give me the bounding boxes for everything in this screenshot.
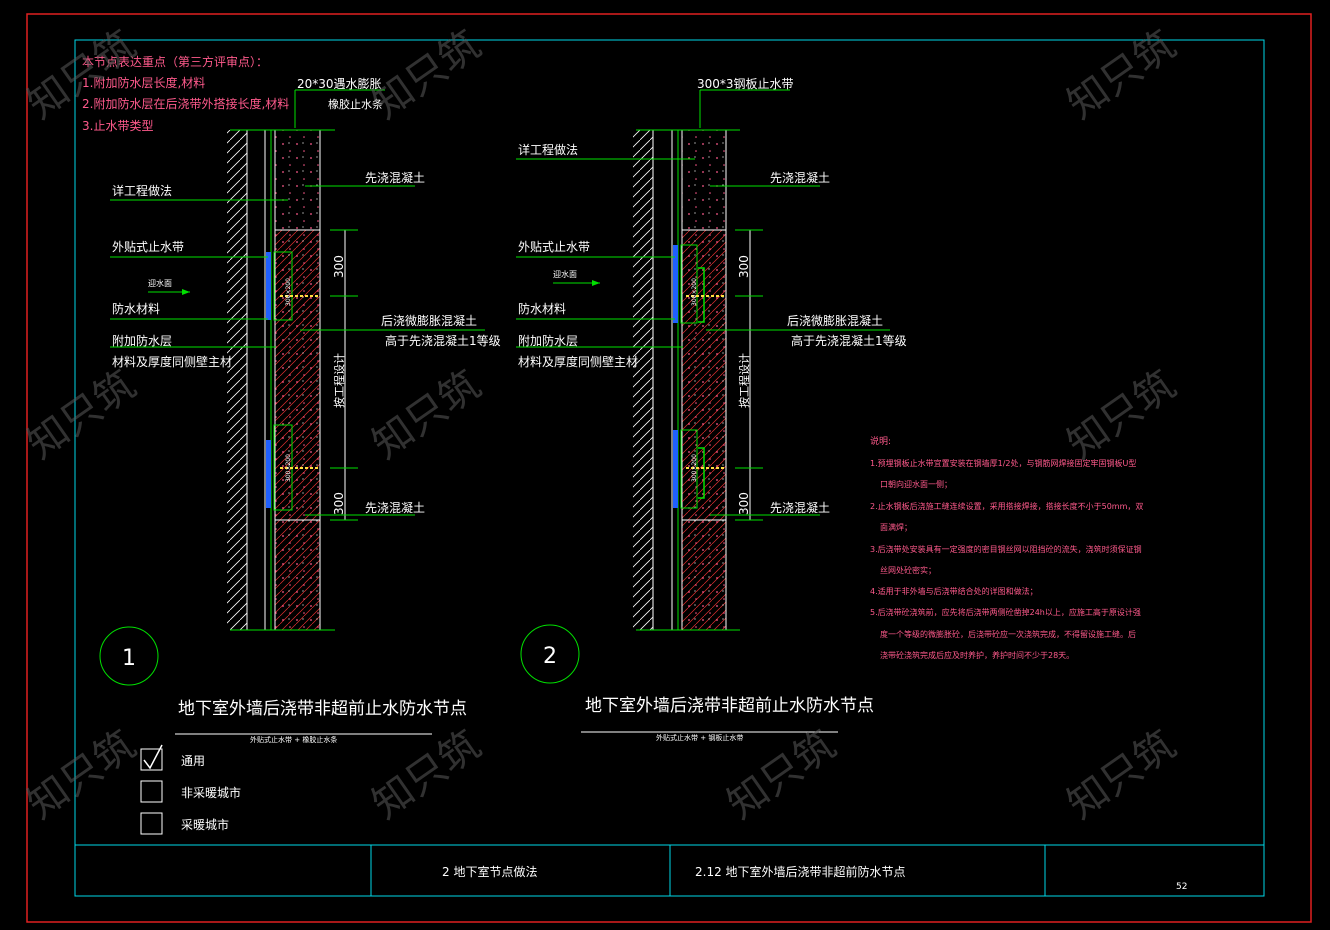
right-label: 先浇混凝土	[770, 170, 830, 185]
explanation-notes: 说明: 1.预埋钢板止水带宜置安装在钢墙厚1/2处，与钢筋网焊接固定牢固钢板U型…	[870, 435, 1143, 660]
outer-frame	[26, 13, 1312, 923]
left-label: 详工程做法	[112, 183, 172, 198]
precast-concrete-top	[681, 129, 727, 231]
watermark: 知只筑	[19, 362, 144, 469]
watermark: 知只筑	[364, 722, 489, 829]
external-waterstop	[673, 245, 678, 323]
title-block-section: 2 地下室节点做法	[442, 864, 537, 879]
band-label: 300×200	[691, 454, 698, 482]
left-label: 防水材料	[112, 301, 160, 316]
explanation-line: 面满焊；	[880, 522, 912, 532]
watermark: 知只筑	[1059, 362, 1184, 469]
right-label: 先浇混凝土	[365, 500, 425, 515]
right-label: 高于先浇混凝土1等级	[385, 333, 501, 348]
detail-1: 300×200 300×200 300 按工程设计 300 20*30遇水膨胀	[99, 77, 501, 744]
watermark: 知只筑	[1059, 722, 1184, 829]
legend-label: 非采暖城市	[181, 785, 241, 800]
band-label: 300×200	[691, 278, 698, 306]
detail-number: 2	[543, 644, 557, 669]
left-label: 外贴式止水带	[518, 240, 590, 254]
top-label: 300*3钢板止水带	[697, 77, 794, 91]
explanation-line: 3.后浇带处安装具有一定强度的密目钢丝网以阻挡砼的流失，浇筑时须保证钢	[870, 544, 1142, 554]
legend: 通用 非采暖城市 采暖城市	[140, 744, 241, 835]
left-label: 外贴式止水带	[112, 240, 184, 254]
title-block-drawing: 2.12 地下室外墙后浇带非超前防水节点	[695, 864, 906, 879]
detail-number: 1	[122, 646, 136, 671]
explanation-line: 5.后浇带砼浇筑前，应先将后浇带两侧砼凿掉24h以上，应施工高于原设计强	[870, 607, 1141, 617]
watermark: 知只筑	[19, 22, 144, 129]
right-label: 先浇混凝土	[770, 500, 830, 515]
detail-number-circle	[520, 624, 580, 684]
explanation-line: 浇带砼浇筑完成后应及时养护，养护时间不少于28天。	[880, 650, 1074, 660]
dim-mid: 按工程设计	[332, 353, 346, 408]
band-label: 300×200	[285, 454, 292, 482]
band-label: 300×200	[285, 278, 292, 306]
detail-number-circle	[99, 626, 159, 686]
dim-top: 300	[737, 255, 751, 278]
detail-subtitle: 外贴式止水带 + 橡胶止水条	[250, 735, 337, 744]
soil-hatch	[633, 130, 653, 630]
left-label: 附加防水层	[518, 333, 578, 348]
notes-item: 2.附加防水层在后浇带外搭接长度,材料	[82, 96, 289, 111]
right-label: 高于先浇混凝土1等级	[791, 333, 907, 348]
left-label: 附加防水层	[112, 333, 172, 348]
dim-bottom: 300	[332, 492, 346, 515]
dim-top: 300	[332, 255, 346, 278]
top-label: 20*30遇水膨胀	[297, 77, 382, 91]
watermark: 知只筑	[1059, 22, 1184, 129]
legend-checkbox[interactable]	[140, 812, 163, 835]
legend-checkbox-checked[interactable]	[140, 748, 163, 771]
title-block: 2 地下室节点做法 2.12 地下室外墙后浇带非超前防水节点 52	[75, 844, 1264, 896]
right-label: 后浇微膨胀混凝土	[381, 313, 477, 328]
explanation-line: 2.止水钢板后浇施工缝连续设置，采用搭接焊接，搭接长度不小于50mm，双	[870, 501, 1143, 511]
check-icon	[143, 744, 163, 770]
legend-label: 采暖城市	[181, 817, 229, 832]
explanation-line: 度一个等级的微膨胀砼，后浇带砼应一次浇筑完成，不得留设施工缝。后	[880, 629, 1136, 639]
dim-bottom: 300	[737, 492, 751, 515]
watermark: 知只筑	[364, 22, 489, 129]
left-label: 迎水面	[148, 278, 172, 288]
external-waterstop	[266, 252, 271, 320]
explanation-line: 口朝向迎水面一侧；	[880, 479, 952, 489]
explanation-line: 4.适用于非外墙与后浇带结合处的详图和做法；	[870, 586, 1038, 596]
notes-item: 1.附加防水层长度,材料	[82, 75, 205, 90]
left-label: 材料及厚度同侧壁主材	[518, 354, 638, 369]
detail-subtitle: 外贴式止水带 + 钢板止水带	[656, 733, 743, 742]
top-sublabel: 橡胶止水条	[328, 97, 383, 111]
detail-title: 地下室外墙后浇带非超前止水防水节点	[585, 696, 874, 716]
precast-concrete-top	[274, 129, 321, 231]
left-label: 材料及厚度同侧壁主材	[112, 354, 232, 369]
title-block-page: 52	[1176, 882, 1187, 892]
notes-item: 3.止水带类型	[82, 119, 153, 133]
explanation-line: 丝网处砼密实；	[880, 565, 936, 575]
left-label: 防水材料	[518, 301, 566, 316]
legend-label: 通用	[181, 754, 205, 768]
explanation-title: 说明:	[870, 435, 891, 447]
external-waterstop	[673, 430, 678, 508]
explanation-line: 1.预埋钢板止水带宜置安装在钢墙厚1/2处，与钢筋网焊接固定牢固钢板U型	[870, 458, 1136, 468]
notes-title: 本节点表达重点（第三方评审点）：	[82, 54, 268, 69]
notes-header: 本节点表达重点（第三方评审点）： 1.附加防水层长度,材料 2.附加防水层在后浇…	[82, 54, 289, 133]
detail-title: 地下室外墙后浇带非超前止水防水节点	[178, 699, 467, 719]
right-label: 后浇微膨胀混凝土	[787, 313, 883, 328]
dim-mid: 按工程设计	[737, 353, 751, 408]
watermark: 知只筑	[19, 722, 144, 829]
watermark: 知只筑	[364, 362, 489, 469]
left-label: 迎水面	[553, 269, 577, 279]
detail-2: 300×200 300×200 300 按工程设计 300 300*3钢板止水带…	[516, 77, 907, 742]
left-label: 详工程做法	[518, 142, 578, 157]
legend-checkbox[interactable]	[140, 780, 163, 803]
right-label: 先浇混凝土	[365, 170, 425, 185]
external-waterstop	[266, 440, 271, 508]
soil-hatch	[227, 130, 247, 630]
